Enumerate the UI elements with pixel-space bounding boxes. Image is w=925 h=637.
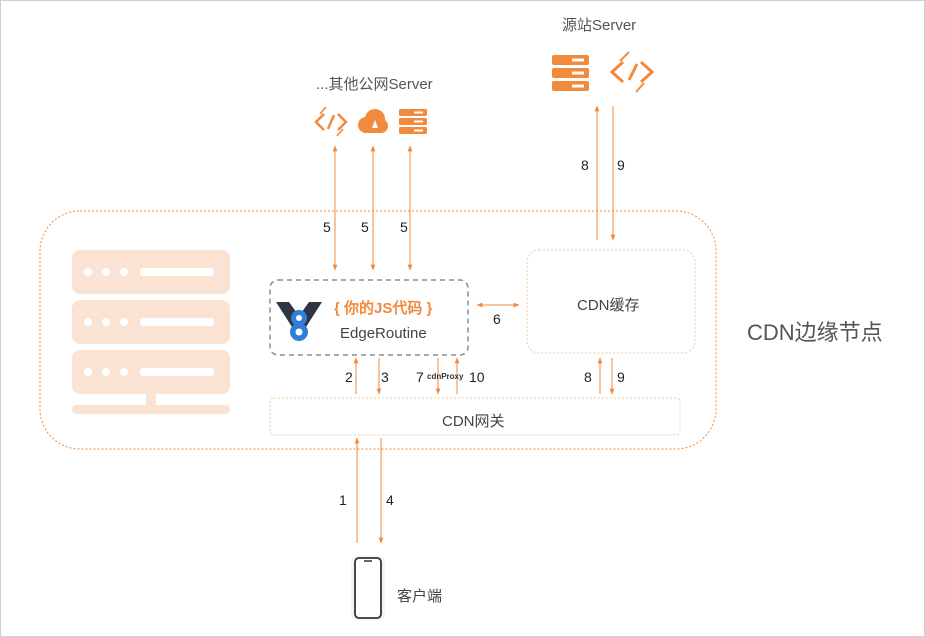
step-label: 1 bbox=[339, 492, 347, 508]
server-rack-icon bbox=[72, 250, 230, 414]
cdn-cache-label: CDN缓存 bbox=[577, 297, 640, 314]
edgeroutine-logo-icon bbox=[276, 302, 322, 341]
phone-icon bbox=[351, 556, 385, 620]
step-label: 7 bbox=[416, 369, 424, 385]
js-code-label: { 你的JS代码 } bbox=[334, 297, 432, 318]
step-label: 9 bbox=[617, 157, 625, 173]
origin-server-label: 源站Server bbox=[562, 17, 637, 34]
step-label: 2 bbox=[345, 369, 353, 385]
edge-node-container bbox=[39, 210, 717, 450]
js-code-text: { 你的JS代码 } bbox=[334, 300, 433, 317]
step-label: 9 bbox=[617, 369, 625, 385]
cache-gateway-arrows bbox=[597, 357, 615, 395]
step-label: 10 bbox=[469, 369, 485, 385]
cdn-cache-box bbox=[526, 249, 696, 354]
edgeroutine-label: EdgeRoutine bbox=[340, 325, 427, 342]
step-5-arrows bbox=[332, 145, 413, 271]
other-servers-label: ...其他公网Server bbox=[316, 76, 433, 93]
step-label: 4 bbox=[386, 492, 394, 508]
step-label: 8 bbox=[584, 369, 592, 385]
code-icon bbox=[609, 51, 655, 93]
gateway-er-arrows bbox=[353, 357, 460, 395]
step-label: 8 bbox=[581, 157, 589, 173]
step-label: 3 bbox=[381, 369, 389, 385]
cdn-gateway-label: CDN网关 bbox=[442, 413, 505, 430]
server-icon bbox=[399, 109, 427, 134]
cloud-icon bbox=[358, 109, 388, 133]
step-label: 5 bbox=[323, 219, 331, 235]
edgeroutine-box bbox=[269, 279, 469, 356]
client-arrows bbox=[354, 437, 384, 544]
step-label: 6 bbox=[493, 311, 501, 327]
edge-node-label: CDN边缘节点 bbox=[747, 320, 883, 345]
step-label: 5 bbox=[400, 219, 408, 235]
step-label: 5 bbox=[361, 219, 369, 235]
code-icon bbox=[314, 106, 348, 137]
cdn-gateway-box bbox=[269, 397, 681, 436]
cdn-proxy-label: cdnProxy bbox=[427, 372, 464, 381]
client-label: 客户端 bbox=[397, 588, 443, 605]
server-icon bbox=[552, 55, 589, 91]
origin-arrows bbox=[594, 105, 616, 241]
